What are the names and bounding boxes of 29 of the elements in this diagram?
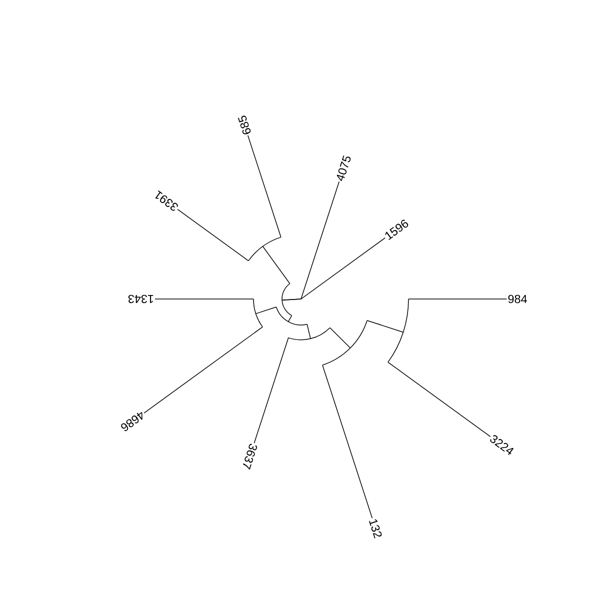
branch-arc (388, 298, 409, 363)
branch-arc (276, 306, 308, 326)
branch-line (177, 208, 249, 262)
branch-arc (253, 298, 263, 328)
branch-line (154, 298, 254, 300)
branch-line (322, 364, 373, 518)
branch-arc (322, 320, 368, 366)
branch-line (366, 320, 404, 333)
branch-line (255, 306, 277, 314)
branch-line (408, 298, 508, 300)
branch-line (247, 135, 282, 238)
leaf-label: 3637 (242, 444, 257, 470)
branch-arc (248, 236, 282, 262)
leaf-label: 132 (368, 519, 382, 538)
branch-line (288, 315, 292, 322)
branch-line (144, 326, 263, 414)
branch-line (254, 337, 289, 444)
leaf-label: 984 (508, 294, 527, 304)
branch-line (282, 238, 386, 300)
leaf-label: 4686 (121, 412, 142, 432)
leaf-label: 1343 (128, 294, 154, 304)
branch-line (330, 327, 351, 348)
leaf-label: 4075 (336, 155, 351, 182)
leaf-label: 685 (238, 116, 251, 134)
branch-arc (282, 283, 292, 316)
branch-line (306, 324, 311, 340)
branch-arc (288, 327, 330, 340)
branch-line (262, 246, 290, 284)
branch-line (388, 362, 491, 438)
